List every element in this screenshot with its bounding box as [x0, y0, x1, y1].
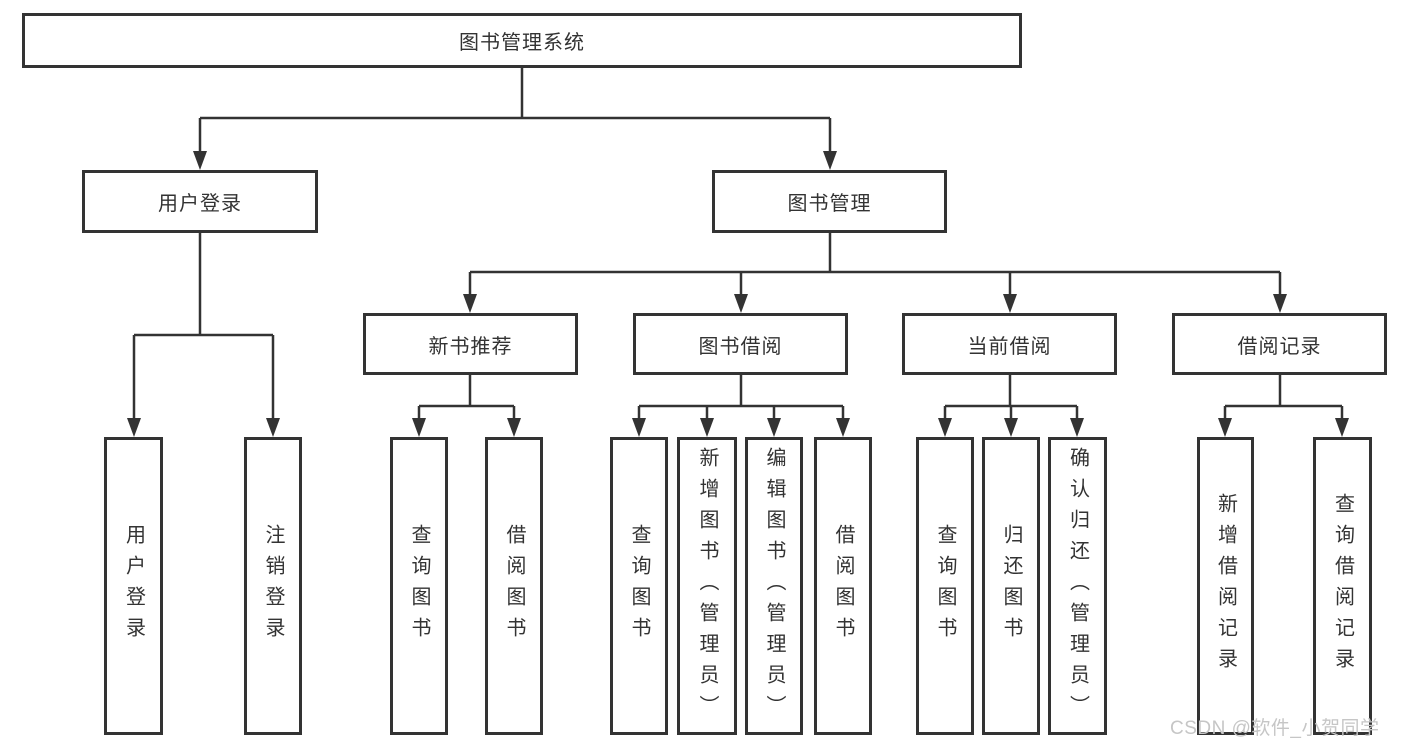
node-user-login-label: 用户登录: [158, 193, 242, 215]
leaf-edit-books-admin: 编辑图书（管理员）: [745, 437, 803, 735]
leaf-add-borrow-record: 新增借阅记录: [1197, 437, 1254, 735]
leaf-logout: 注销登录: [244, 437, 302, 735]
csdn-watermark: CSDN @软件_小贺同学: [1170, 718, 1380, 739]
leaf-borrow-query-books: 查询图书: [610, 437, 668, 735]
node-book-management: 图书管理: [712, 170, 947, 233]
node-current-borrow-label: 当前借阅: [967, 335, 1052, 358]
leaf-edit-books-admin-label: 编辑图书（管理员）: [763, 446, 785, 726]
node-book-management-label: 图书管理: [787, 193, 872, 215]
leaf-return-books: 归还图书: [982, 437, 1040, 735]
leaf-recommend-borrow-books: 借阅图书: [485, 437, 543, 735]
leaf-recommend-query-books-label: 查询图书: [408, 524, 430, 648]
node-new-book-recommend: 新书推荐: [363, 313, 578, 375]
node-book-borrow: 图书借阅: [633, 313, 848, 375]
node-library-system-label: 图书管理系统: [459, 32, 585, 54]
leaf-add-borrow-record-label: 新增借阅记录: [1214, 493, 1237, 679]
leaf-current-query-books-label: 查询图书: [934, 524, 956, 648]
leaf-user-login-label: 用户登录: [122, 524, 145, 648]
leaf-user-login: 用户登录: [104, 437, 163, 735]
leaf-return-books-label: 归还图书: [1000, 524, 1022, 648]
leaf-recommend-query-books: 查询图书: [390, 437, 448, 735]
leaf-borrow-books: 借阅图书: [814, 437, 872, 735]
leaf-borrow-books-label: 借阅图书: [832, 524, 854, 648]
node-borrow-record-label: 借阅记录: [1237, 335, 1322, 358]
leaf-borrow-query-books-label: 查询图书: [628, 524, 650, 648]
leaf-add-books-admin-label: 新增图书（管理员）: [696, 446, 718, 726]
leaf-confirm-return-admin-label: 确认归还（管理员）: [1066, 446, 1089, 726]
node-borrow-record: 借阅记录: [1172, 313, 1387, 375]
leaf-query-borrow-record: 查询借阅记录: [1313, 437, 1372, 735]
node-new-book-recommend-label: 新书推荐: [428, 335, 513, 358]
leaf-logout-label: 注销登录: [262, 524, 284, 648]
leaf-query-borrow-record-label: 查询借阅记录: [1331, 493, 1354, 679]
node-user-login: 用户登录: [82, 170, 318, 233]
node-book-borrow-label: 图书借阅: [698, 335, 783, 358]
leaf-confirm-return-admin: 确认归还（管理员）: [1048, 437, 1107, 735]
leaf-add-books-admin: 新增图书（管理员）: [677, 437, 737, 735]
node-library-system: 图书管理系统: [22, 13, 1022, 68]
node-current-borrow: 当前借阅: [902, 313, 1117, 375]
leaf-current-query-books: 查询图书: [916, 437, 974, 735]
leaf-recommend-borrow-books-label: 借阅图书: [503, 524, 525, 648]
